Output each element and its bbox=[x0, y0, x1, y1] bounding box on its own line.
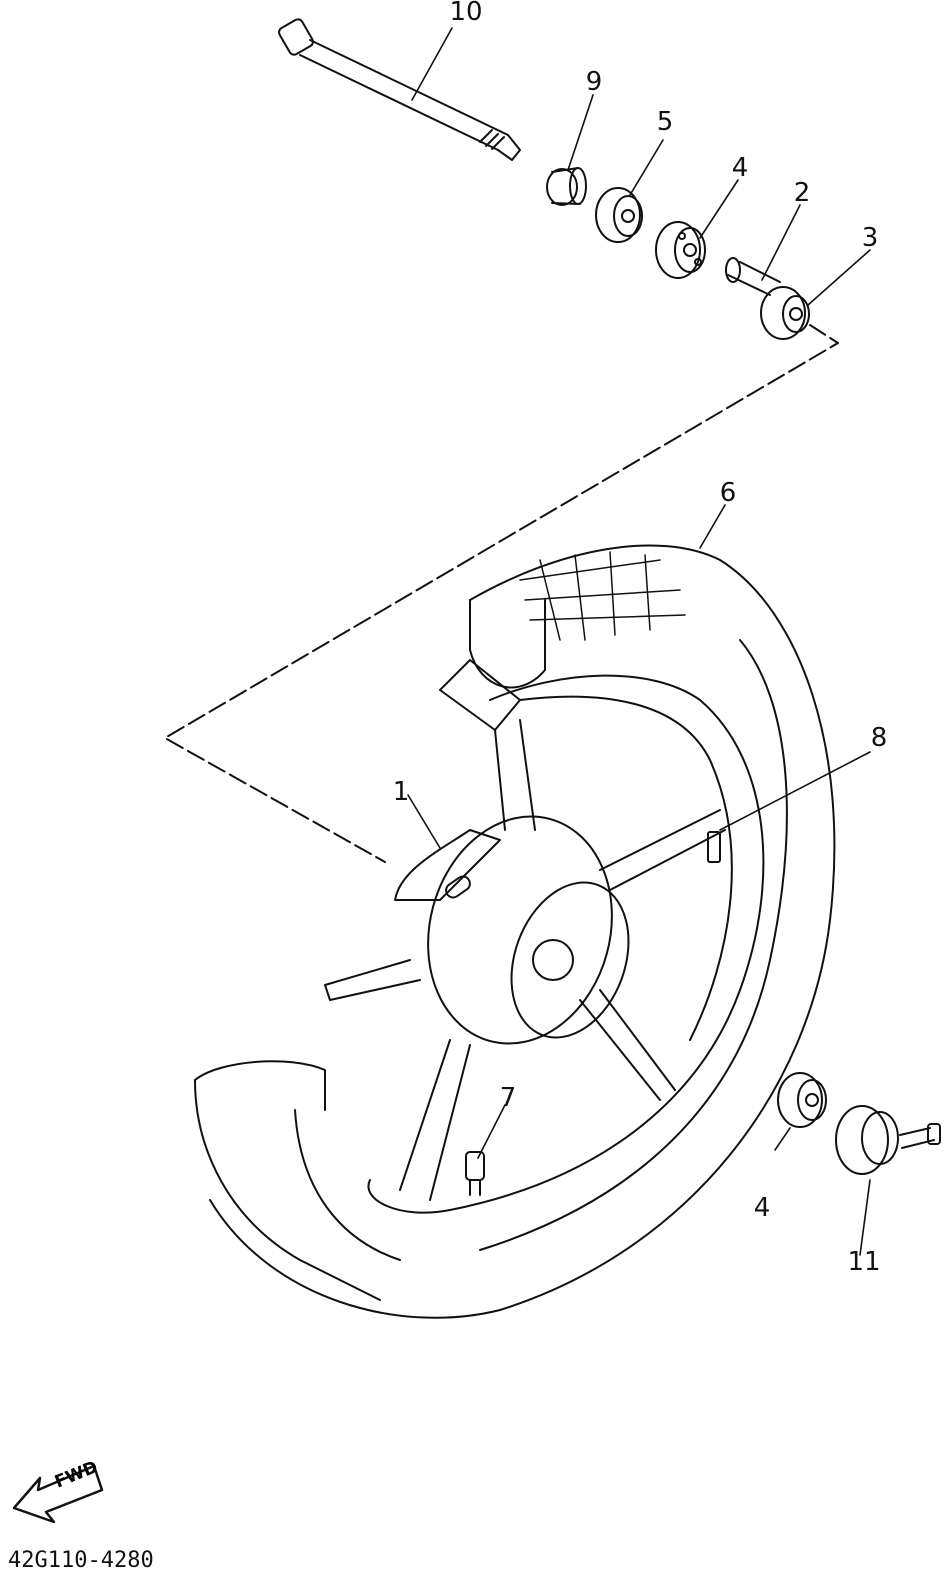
callout-6: 6 bbox=[719, 478, 737, 508]
callout-1: 1 bbox=[392, 777, 410, 807]
callout-3: 3 bbox=[861, 223, 879, 253]
collar-part bbox=[547, 168, 586, 205]
bearing-upper-part bbox=[596, 188, 642, 242]
callout-11: 11 bbox=[847, 1247, 881, 1277]
spacer-part bbox=[726, 258, 780, 295]
meter-gear-unit-part bbox=[836, 1106, 940, 1174]
callout-10: 10 bbox=[449, 0, 483, 27]
axle-part bbox=[277, 18, 520, 160]
callout-7: 7 bbox=[499, 1083, 517, 1113]
tire-part bbox=[195, 545, 834, 1317]
bearing-lower-part bbox=[778, 1073, 826, 1127]
callout-8: 8 bbox=[870, 723, 888, 753]
callout-5: 5 bbox=[656, 107, 674, 137]
assembly-guide-line bbox=[165, 325, 838, 862]
figure-code: 42G110-4280 bbox=[8, 1548, 154, 1573]
bearing-middle-part bbox=[656, 222, 705, 278]
flange-collar-part bbox=[761, 287, 809, 339]
balance-weight-part bbox=[708, 832, 720, 862]
valve-stem-part bbox=[466, 1152, 484, 1195]
callout-4-lower: 4 bbox=[753, 1193, 771, 1223]
leader-lines bbox=[408, 28, 870, 1255]
forward-arrow-icon bbox=[10, 1450, 106, 1530]
callout-2: 2 bbox=[793, 178, 811, 208]
callout-4-upper: 4 bbox=[731, 153, 749, 183]
callout-9: 9 bbox=[585, 67, 603, 97]
cast-wheel-part bbox=[325, 660, 763, 1213]
